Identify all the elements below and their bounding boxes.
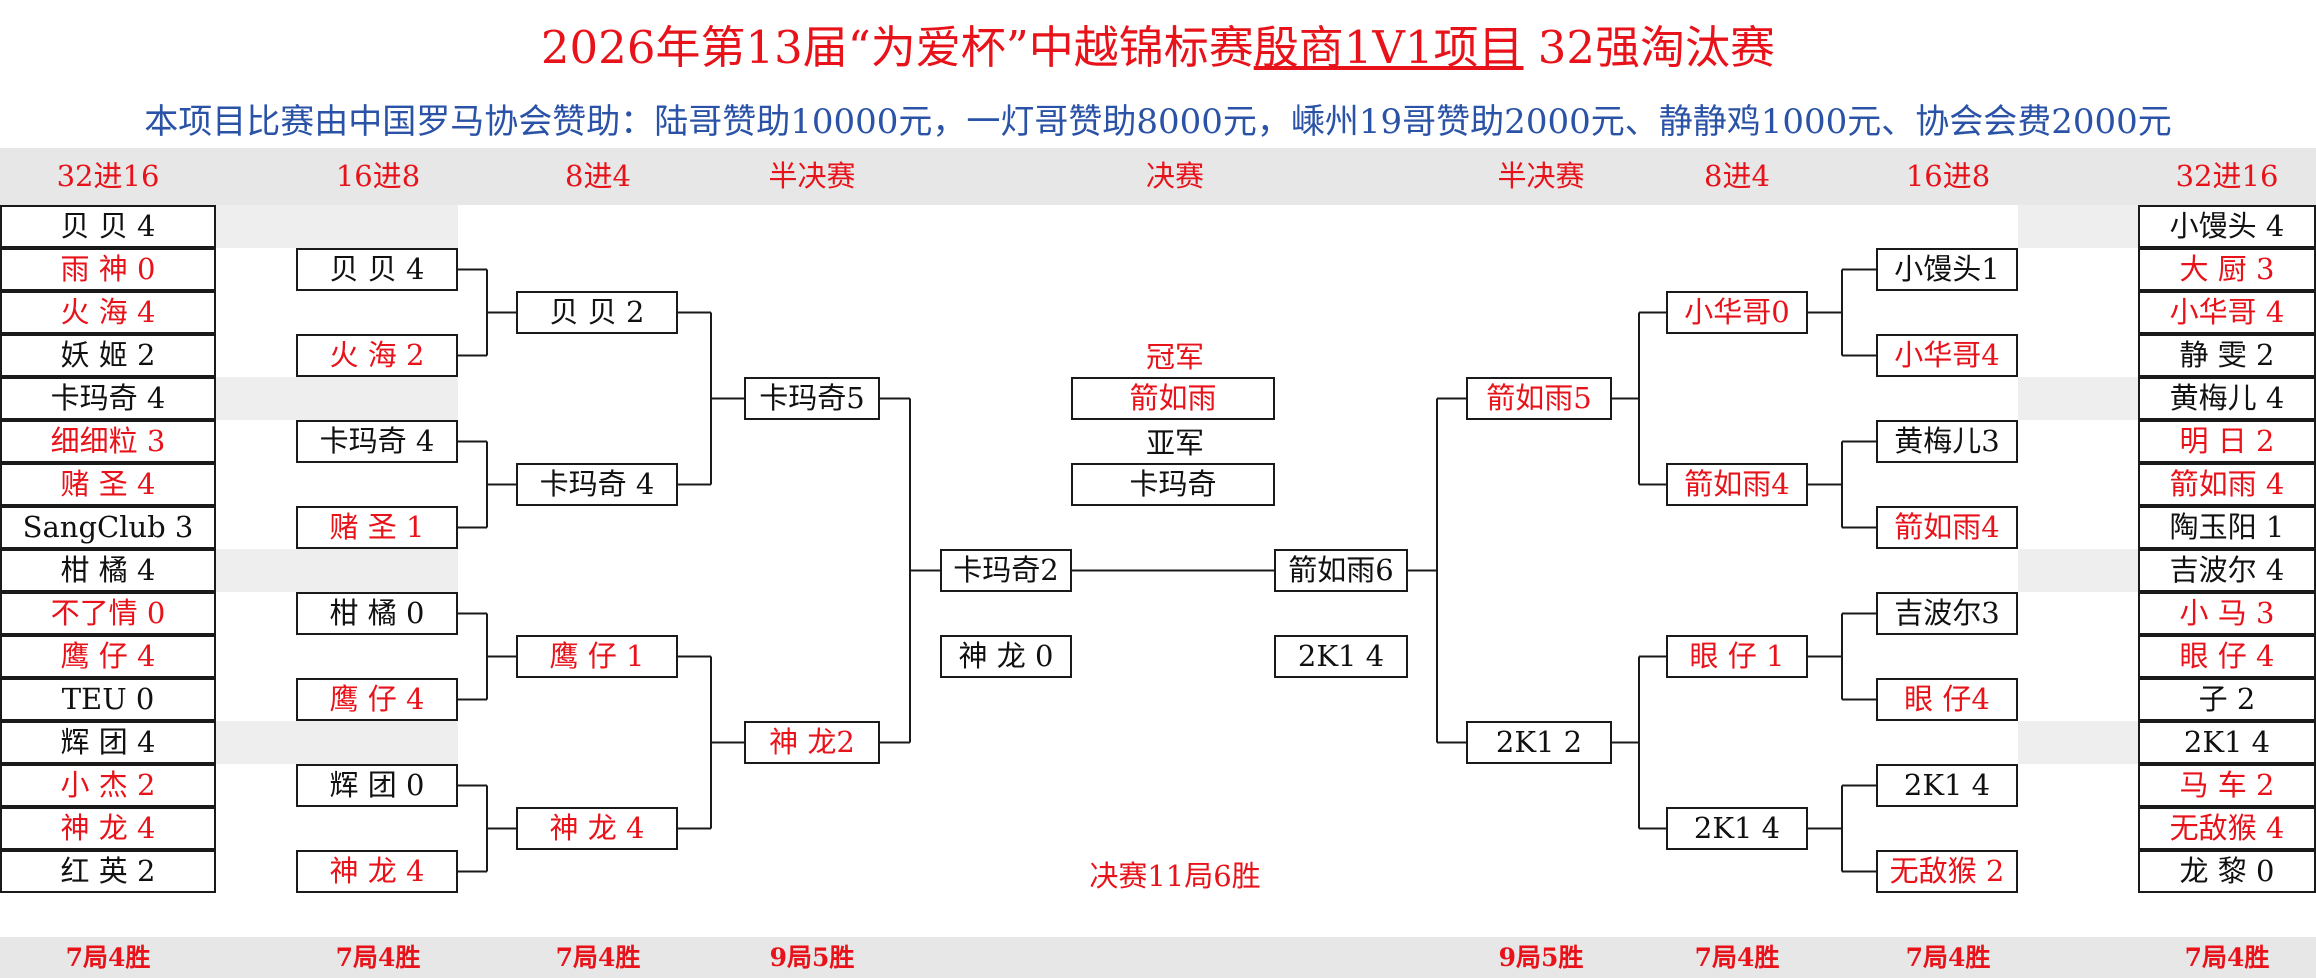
- right-r32-box: 小馒头 4: [2138, 205, 2316, 248]
- left-r32-box: 卡玛奇 4: [0, 377, 216, 420]
- shade-block: [2018, 205, 2138, 248]
- header-right-qf: 8进4: [1704, 159, 1770, 193]
- right-r16-box: 小馒头1: [1876, 248, 2018, 291]
- footer-right-r32: 7局4胜: [2184, 943, 2270, 972]
- left-qf-box: 贝 贝 2: [516, 291, 678, 334]
- left-r32-box: 柑 橘 4: [0, 549, 216, 592]
- header-left-qf: 8进4: [565, 159, 631, 193]
- right-qf-box: 眼 仔 1: [1666, 635, 1808, 678]
- left-r32-box: 辉 团 4: [0, 721, 216, 764]
- final-left-bottom: 神 龙 0: [940, 635, 1072, 678]
- round-footer-band: [0, 937, 2316, 978]
- left-r32-box: 红 英 2: [0, 850, 216, 893]
- champion-box: 箭如雨: [1071, 377, 1275, 420]
- right-r32-box: 子 2: [2138, 678, 2316, 721]
- right-r16-box: 吉波尔3: [1876, 592, 2018, 635]
- header-right-r32: 32进16: [2175, 159, 2279, 193]
- right-r32-box: 龙 黎 0: [2138, 850, 2316, 893]
- left-sf-box: 卡玛奇5: [744, 377, 880, 420]
- left-r16-box: 火 海 2: [296, 334, 458, 377]
- left-r32-box: SangClub 3: [0, 506, 216, 549]
- left-sf-box: 神 龙2: [744, 721, 880, 764]
- footer-left-sf: 9局5胜: [769, 943, 855, 972]
- shade-block: [216, 721, 458, 764]
- runner-up-box: 卡玛奇: [1071, 463, 1275, 506]
- left-r32-box: 不了情 0: [0, 592, 216, 635]
- right-r16-box: 2K1 4: [1876, 764, 2018, 807]
- right-r32-box: 大 厨 3: [2138, 248, 2316, 291]
- left-r32-box: 小 杰 2: [0, 764, 216, 807]
- footer-right-r16: 7局4胜: [1905, 943, 1991, 972]
- right-r32-box: 明 日 2: [2138, 420, 2316, 463]
- right-qf-box: 2K1 4: [1666, 807, 1808, 850]
- header-final: 决赛: [1145, 159, 1204, 193]
- footer-left-qf: 7局4胜: [555, 943, 641, 972]
- left-r16-box: 鹰 仔 4: [296, 678, 458, 721]
- right-qf-box: 小华哥0: [1666, 291, 1808, 334]
- left-qf-box: 神 龙 4: [516, 807, 678, 850]
- left-r32-box: 妖 姬 2: [0, 334, 216, 377]
- right-r32-box: 2K1 4: [2138, 721, 2316, 764]
- right-r32-box: 陶玉阳 1: [2138, 506, 2316, 549]
- shade-block: [216, 549, 458, 592]
- left-r16-box: 赌 圣 1: [296, 506, 458, 549]
- champion-label: 冠军: [1145, 340, 1204, 374]
- runner-up-label: 亚军: [1145, 426, 1204, 460]
- left-r32-box: 神 龙 4: [0, 807, 216, 850]
- right-qf-box: 箭如雨4: [1666, 463, 1808, 506]
- shade-block: [216, 205, 458, 248]
- left-r32-box: 雨 神 0: [0, 248, 216, 291]
- right-r32-box: 无敌猴 4: [2138, 807, 2316, 850]
- round-header-band: [0, 148, 2316, 205]
- sponsor-line: 本项目比赛由中国罗马协会赞助：陆哥赞助10000元，一灯哥赞助8000元，嵊州1…: [144, 102, 2172, 142]
- right-r32-box: 黄梅儿 4: [2138, 377, 2316, 420]
- right-r32-box: 小华哥 4: [2138, 291, 2316, 334]
- footer-right-sf: 9局5胜: [1498, 943, 1584, 972]
- footer-right-qf: 7局4胜: [1694, 943, 1780, 972]
- right-r32-box: 箭如雨 4: [2138, 463, 2316, 506]
- right-r32-box: 小 马 3: [2138, 592, 2316, 635]
- left-r32-box: 鹰 仔 4: [0, 635, 216, 678]
- header-left-r16: 16进8: [335, 159, 421, 193]
- header-right-r16: 16进8: [1905, 159, 1991, 193]
- page-title: 2026年第13届“为爱杯”中越锦标赛殷商1V1项目 32强淘汰赛: [540, 21, 1776, 74]
- right-sf-box: 箭如雨5: [1466, 377, 1612, 420]
- right-r32-box: 眼 仔 4: [2138, 635, 2316, 678]
- footer-left-r32: 7局4胜: [65, 943, 151, 972]
- right-r32-box: 吉波尔 4: [2138, 549, 2316, 592]
- left-qf-box: 鹰 仔 1: [516, 635, 678, 678]
- left-r16-box: 卡玛奇 4: [296, 420, 458, 463]
- right-r32-box: 马 车 2: [2138, 764, 2316, 807]
- left-qf-box: 卡玛奇 4: [516, 463, 678, 506]
- header-right-sf: 半决赛: [1497, 159, 1585, 193]
- right-r16-box: 无敌猴 2: [1876, 850, 2018, 893]
- right-r16-box: 箭如雨4: [1876, 506, 2018, 549]
- left-r16-box: 柑 橘 0: [296, 592, 458, 635]
- shade-block: [2018, 549, 2138, 592]
- left-r32-box: 火 海 4: [0, 291, 216, 334]
- final-right-top: 箭如雨6: [1274, 549, 1408, 592]
- final-left-top: 卡玛奇2: [940, 549, 1072, 592]
- left-r16-box: 辉 团 0: [296, 764, 458, 807]
- final-format-note: 决赛11局6胜: [1089, 859, 1261, 893]
- left-r32-box: TEU 0: [0, 678, 216, 721]
- right-r16-box: 黄梅儿3: [1876, 420, 2018, 463]
- left-r16-box: 贝 贝 4: [296, 248, 458, 291]
- right-r32-box: 静 雯 2: [2138, 334, 2316, 377]
- shade-block: [2018, 377, 2138, 420]
- left-r32-box: 细细粒 3: [0, 420, 216, 463]
- shade-block: [2018, 721, 2138, 764]
- left-r32-box: 赌 圣 4: [0, 463, 216, 506]
- right-r16-box: 小华哥4: [1876, 334, 2018, 377]
- final-right-bottom: 2K1 4: [1274, 635, 1408, 678]
- left-r16-box: 神 龙 4: [296, 850, 458, 893]
- right-r16-box: 眼 仔4: [1876, 678, 2018, 721]
- footer-left-r16: 7局4胜: [335, 943, 421, 972]
- shade-block: [216, 377, 458, 420]
- header-left-sf: 半决赛: [768, 159, 856, 193]
- right-sf-box: 2K1 2: [1466, 721, 1612, 764]
- header-left-r32: 32进16: [56, 159, 160, 193]
- left-r32-box: 贝 贝 4: [0, 205, 216, 248]
